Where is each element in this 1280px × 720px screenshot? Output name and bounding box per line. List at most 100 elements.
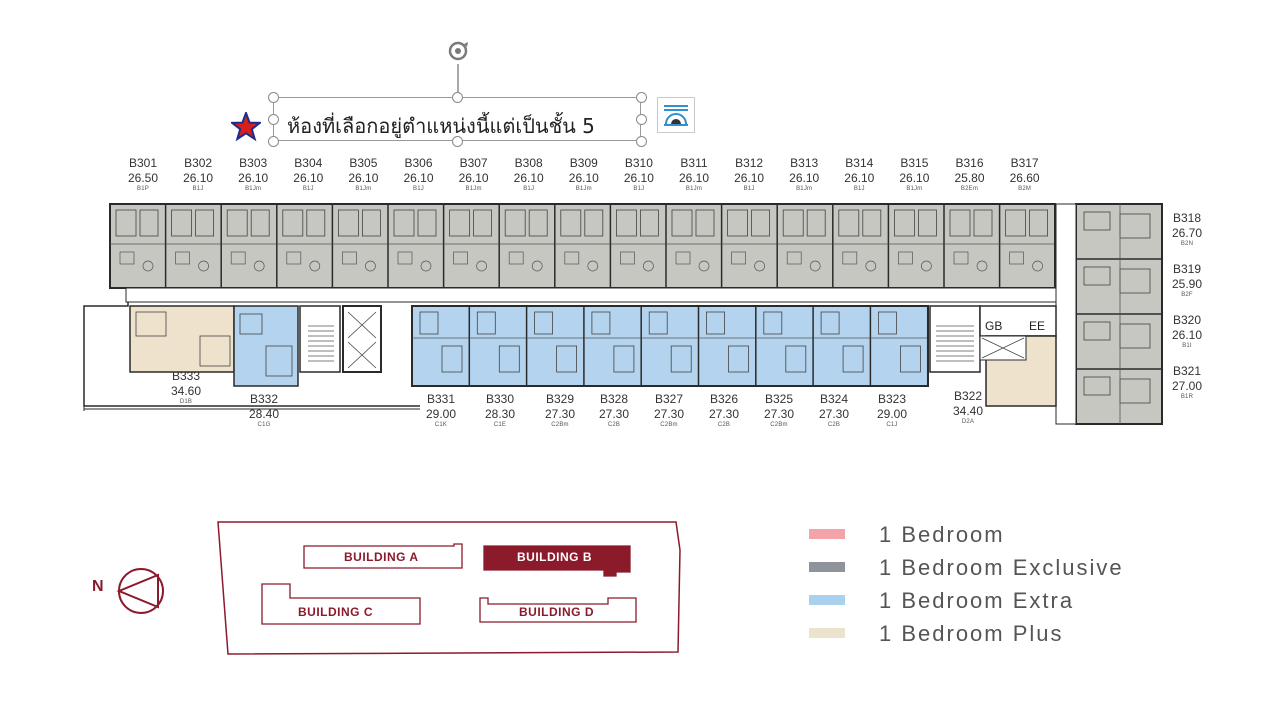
unit-code: B310 [624,156,653,170]
unit-area: 26.60 [1009,171,1040,185]
unit-area: 26.10 [568,171,599,185]
unit-code: B308 [514,156,543,170]
resize-handle-bottom-middle[interactable] [452,136,463,147]
resize-handle-top-right[interactable] [636,92,647,103]
resize-handle-top-left[interactable] [268,92,279,103]
resize-handle-bottom-left[interactable] [268,136,279,147]
sink [921,260,932,272]
resize-handle-bottom-right[interactable] [636,136,647,147]
unit-area: 26.10 [734,171,765,185]
unit-area: 34.40 [952,404,984,418]
lift-cross [981,337,1025,359]
unit-type: C1G [257,422,271,428]
unit-type: B1Jm [245,186,262,192]
legend-swatch [809,595,845,605]
unit-code: B315 [900,156,929,170]
unit-type: B1Jm [685,186,703,192]
unit-code: B301 [128,156,158,170]
bed [640,209,659,237]
north-label: N [92,578,104,595]
bed [417,209,437,237]
unit-area: 25.80 [954,171,985,185]
unit-area: 27.30 [818,407,850,421]
bathroom [560,209,582,237]
kitchen [620,251,635,265]
unit-area: 26.10 [238,171,269,185]
unit-code: B302 [184,156,213,170]
sink [142,260,154,272]
building-c-label: BUILDING C [298,605,373,619]
sink [198,260,209,272]
bathroom [115,209,137,237]
unit-type: C1K [434,422,448,428]
unit-code: B326 [709,392,739,406]
annotation-text[interactable]: ห้องที่เลือกอยู่ตำแหน่งนี้แต่เป็นชั้น 5 [287,114,595,138]
bathroom [1005,209,1026,237]
unit-type: B1J [523,186,535,192]
unit-area: 26.10 [183,171,214,185]
legend-label: 1 Bedroom Exclusive [879,555,1124,580]
bathroom [282,209,304,237]
resize-handle-middle-right[interactable] [636,114,647,125]
layout-options-icon [664,105,688,126]
unit-area: 26.10 [899,171,930,185]
sink [531,260,543,272]
unit-type: B1Jm [355,186,372,192]
unit-type: B1J [743,186,755,192]
bathroom [838,209,860,237]
sink [309,260,321,272]
bed [473,209,493,237]
bathroom [419,311,439,335]
unit-code: B327 [654,392,684,406]
north-indicator: N [92,566,172,616]
legend-swatch [809,628,845,638]
bathroom [878,311,897,335]
unit-area: 26.10 [844,171,875,185]
bathroom [1083,376,1111,396]
layout-options-button[interactable] [657,97,695,133]
bed [785,345,807,373]
sink [587,260,599,272]
unit-code: B317 [1010,156,1039,170]
bathroom [706,311,725,335]
resize-handle-middle-left[interactable] [268,114,279,125]
unit-type: B2F [1181,292,1193,298]
unit-type: D1B [179,399,193,405]
kitchen [731,251,746,265]
gb-label: GB [985,319,1002,333]
bathroom [591,311,611,335]
unit-type: B2N [1180,241,1194,247]
bed [751,209,770,237]
lift-cross [347,341,377,369]
bathroom [648,311,668,335]
unit-code: B313 [790,156,819,170]
sink [1032,260,1043,272]
ee-label: EE [1029,319,1045,333]
bed [528,209,548,237]
unit-area: 29.00 [425,407,457,421]
unit-code: B325 [764,392,794,406]
resize-handle-top-middle[interactable] [452,92,463,103]
bed [199,335,231,367]
rotate-handle-icon[interactable] [445,38,471,98]
bathroom [820,311,840,335]
legend-label: 1 Bedroom Extra [879,588,1075,613]
bathroom [616,209,637,237]
kitchen [953,251,969,265]
